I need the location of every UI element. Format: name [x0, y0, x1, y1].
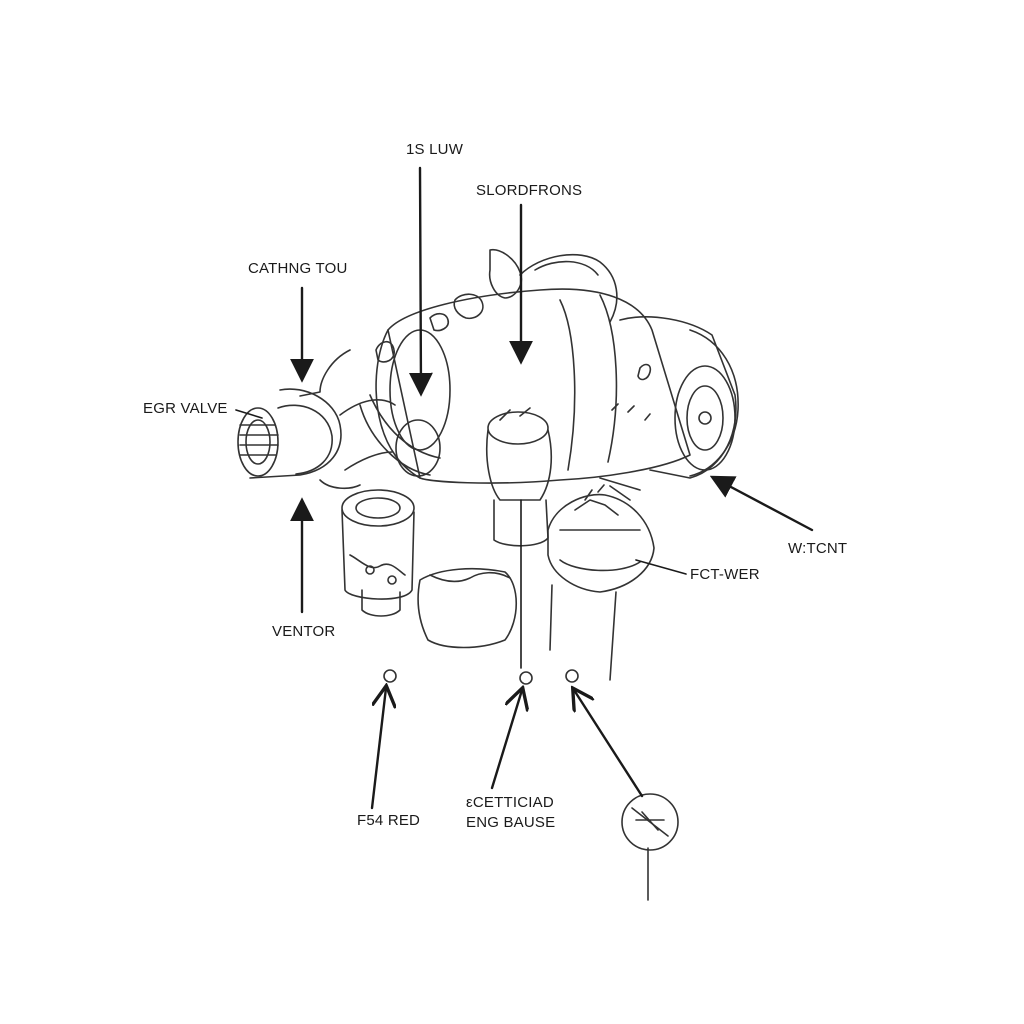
top-fittings	[375, 248, 618, 363]
right-housing	[611, 316, 739, 479]
leader-right-mid	[635, 559, 687, 575]
round-connector	[621, 793, 679, 901]
central-nozzle	[485, 407, 553, 547]
arrow-bottom-right	[574, 690, 644, 798]
leader-left	[235, 409, 263, 419]
label-upper-left: CATHNG TOU	[248, 260, 348, 277]
label-right: W:TCNT	[788, 540, 848, 557]
label-top-right: SLORDFRONS	[476, 182, 583, 199]
actuator-dome	[547, 477, 655, 681]
bellows-part	[417, 567, 517, 649]
bottom-sensors	[383, 669, 579, 685]
label-bottom-left: F54 RED	[357, 812, 421, 829]
label-bottom-center-line1: εCETTICIAD	[466, 794, 554, 811]
arrow-top-center	[408, 166, 433, 397]
label-bottom-center-line2: ENG BAUSE	[466, 814, 556, 831]
label-right-mid: FCT-WER	[690, 566, 760, 583]
label-egr-valve: EGR VALVE	[143, 400, 228, 417]
label-bottom-center: εCETTICIAD ENG BAUSE	[466, 793, 555, 833]
label-top-center: 1S LUW	[406, 141, 464, 158]
arrow-right	[709, 475, 814, 532]
small-canister	[341, 489, 415, 617]
arrow-bottom-center	[490, 690, 522, 790]
arrow-bottom-left	[370, 688, 386, 810]
connecting-pipe	[319, 394, 441, 490]
egr-valve-body	[237, 349, 396, 479]
label-lower-left: VENTOR	[272, 623, 336, 640]
main-cylinder	[375, 288, 691, 484]
